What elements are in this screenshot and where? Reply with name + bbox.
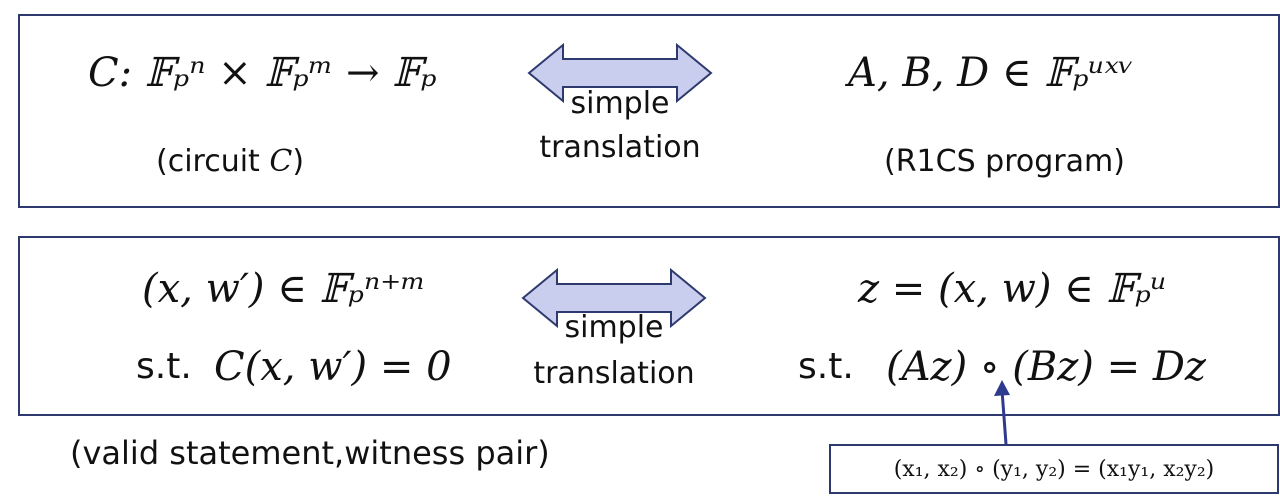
double-arrow-icon [521, 268, 707, 328]
statement-witness-box [18, 236, 1280, 416]
pointer-arrow-icon [994, 380, 1010, 445]
callout-text: (x₁, x₂) ∘ (y₁, y₂) = (x₁y₁, x₂y₂) [893, 456, 1215, 482]
circuit-caption: (circuit C) [156, 144, 304, 179]
pair-expression: (x, w′) ∈ 𝔽ₚⁿ⁺ᵐ [142, 266, 426, 312]
z-expression: z = (x, w) ∈ 𝔽ₚᵘ [858, 266, 1167, 312]
r1cs-expression: A, B, D ∈ 𝔽ₚᵘˣᵛ [848, 50, 1134, 96]
arrow-label-simple: simple [564, 310, 664, 345]
circuit-caption-var: C [269, 144, 293, 179]
r1cs-caption: (R1CS program) [884, 144, 1125, 179]
circuit-r1cs-box [18, 14, 1280, 208]
z-condition-prefix: s.t. [798, 346, 854, 387]
double-arrow-icon [527, 43, 713, 103]
circuit-caption-prefix: (circuit [156, 144, 270, 179]
arrow-label-translation: translation [533, 356, 695, 391]
z-condition: (Az) ∘ (Bz) = Dz [886, 344, 1206, 390]
pair-condition-prefix: s.t. [136, 346, 192, 387]
circuit-expression: C: 𝔽ₚⁿ × 𝔽ₚᵐ → 𝔽ₚ [88, 50, 437, 96]
arrow-label-simple: simple [570, 86, 670, 121]
pair-condition: C(x, w′) = 0 [214, 344, 452, 390]
hadamard-product-callout: (x₁, x₂) ∘ (y₁, y₂) = (x₁y₁, x₂y₂) [829, 444, 1279, 494]
pair-caption: (valid statement,witness pair) [70, 434, 550, 472]
circuit-caption-suffix: ) [292, 144, 305, 179]
arrow-label-translation: translation [539, 130, 701, 165]
